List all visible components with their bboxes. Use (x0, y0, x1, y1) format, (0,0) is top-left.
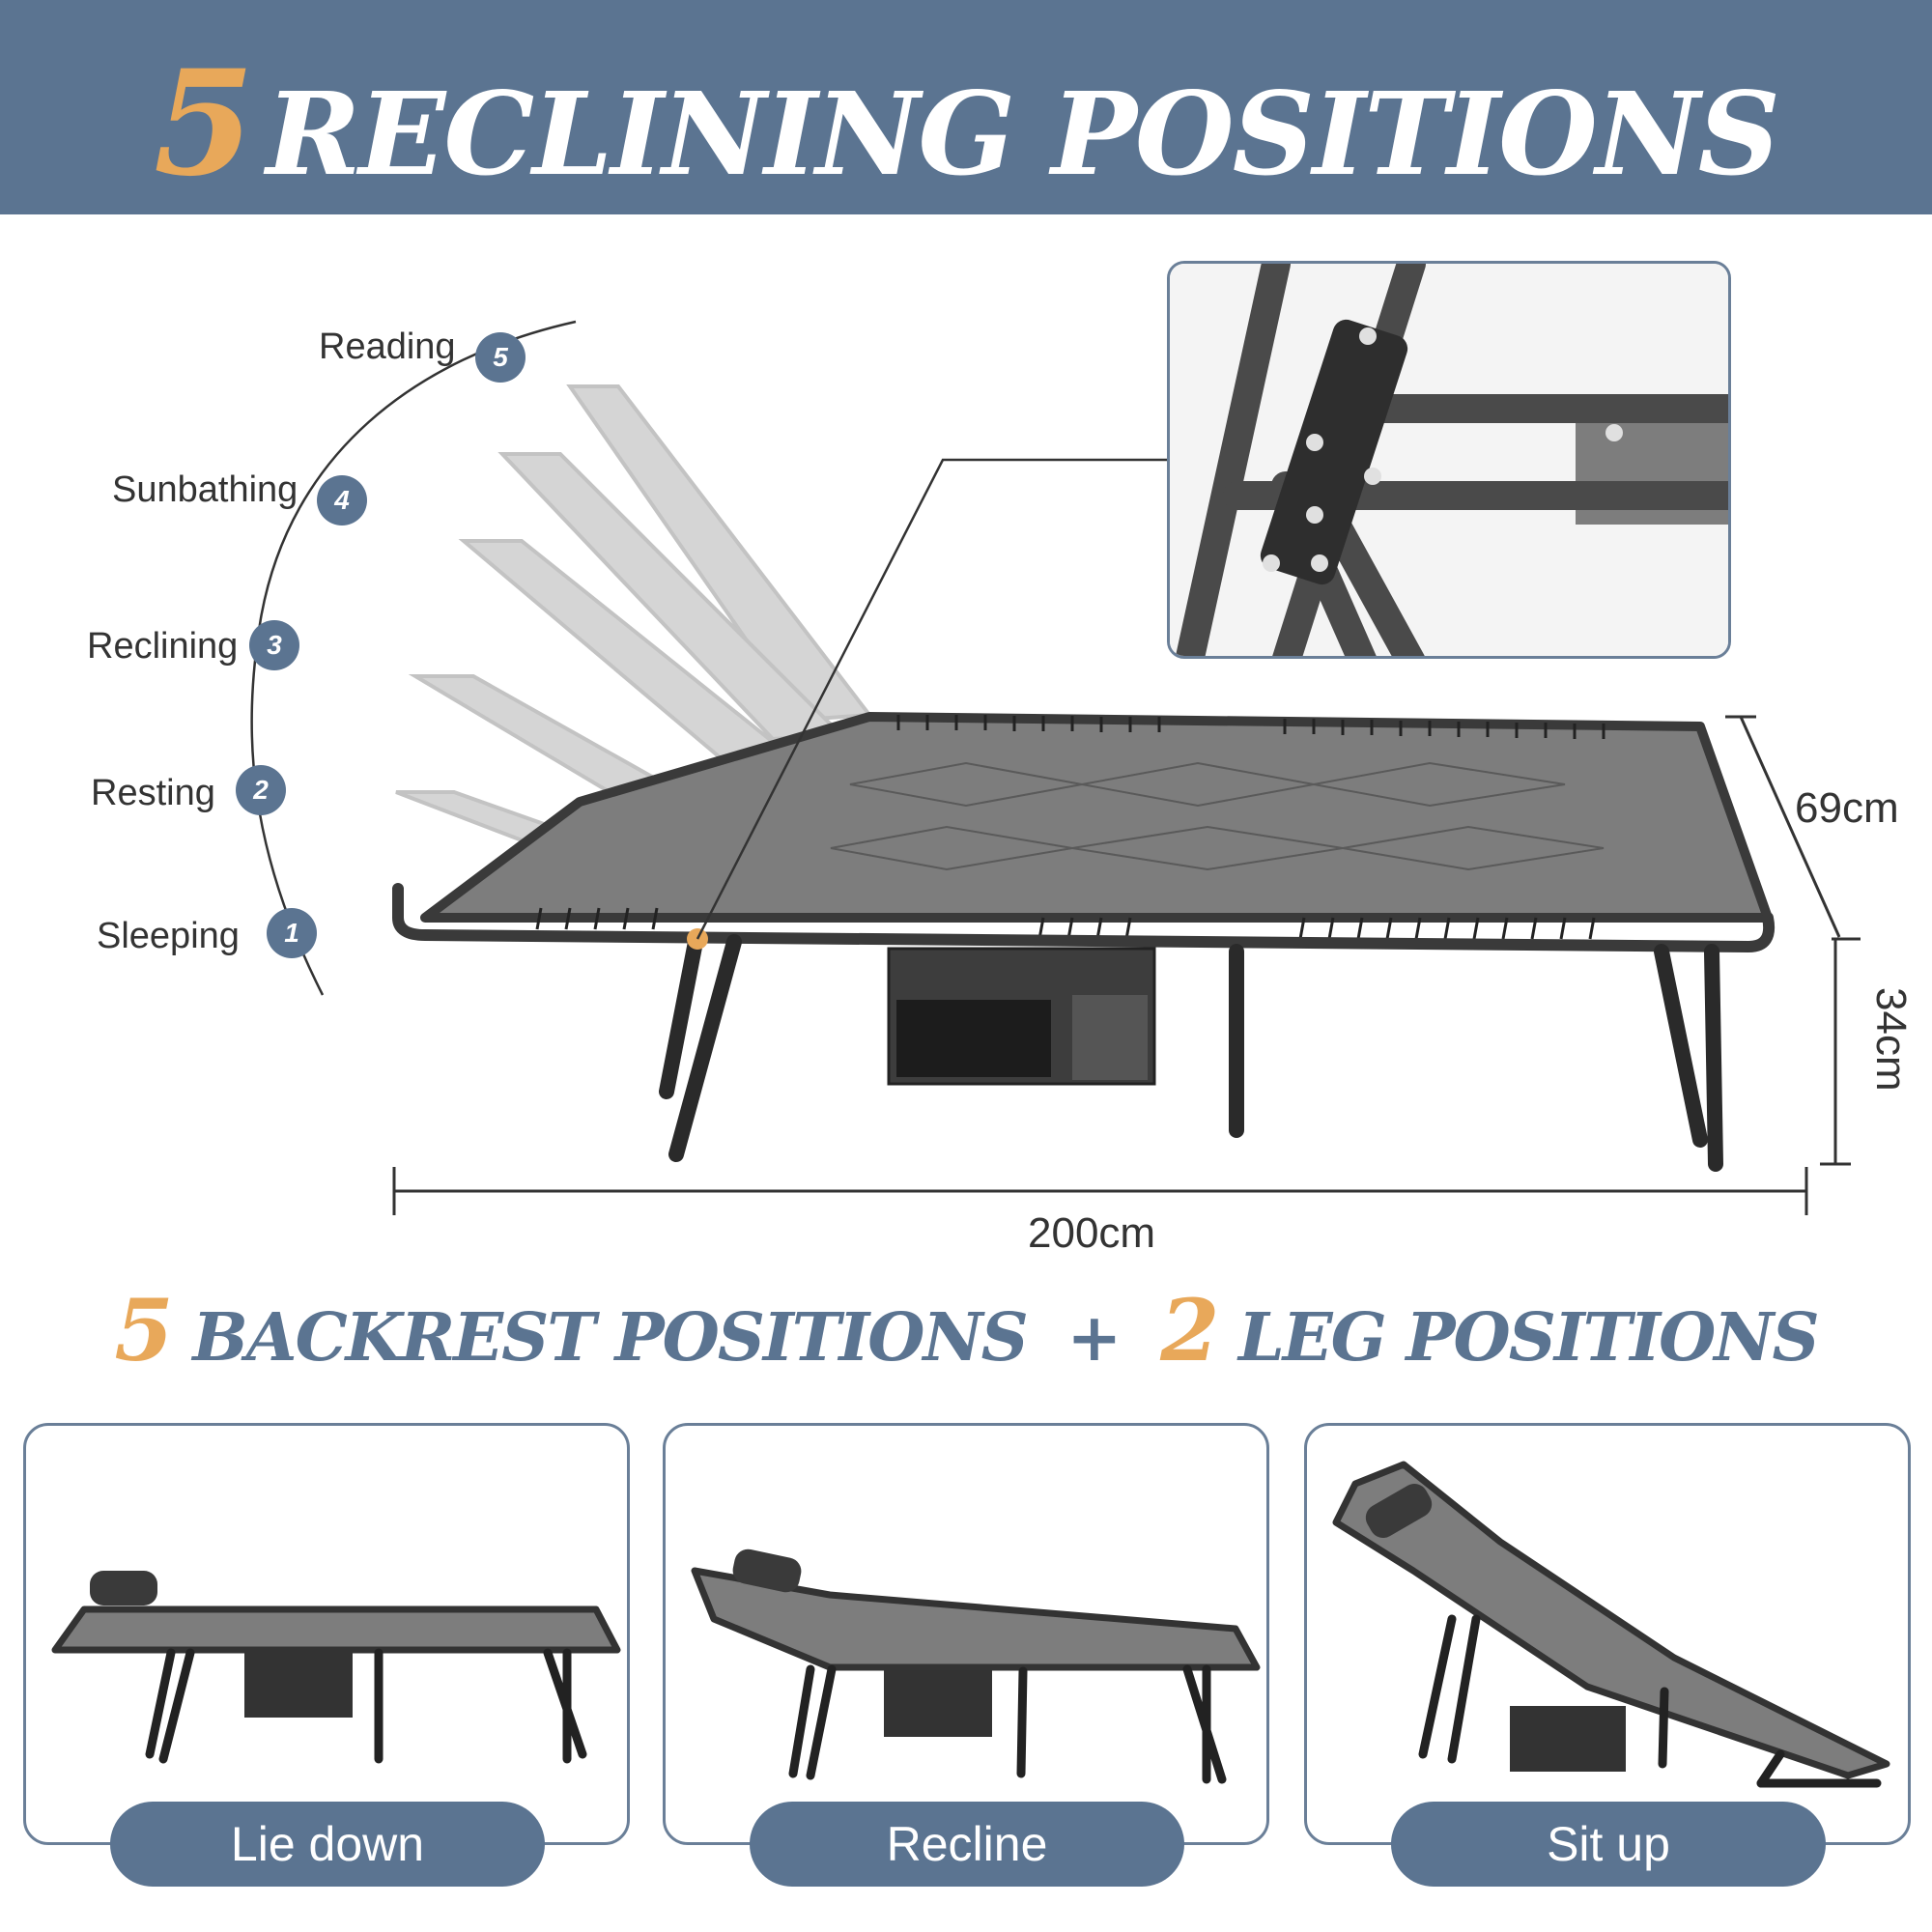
lie-down-cot-image (51, 1571, 621, 1764)
header-number: 5 (153, 39, 254, 209)
position-label-sleeping: Sleeping (97, 916, 240, 956)
plus-sign: + (1066, 1299, 1122, 1377)
position-label-reading: Reading (319, 327, 456, 367)
leg-number: 2 (1160, 1280, 1219, 1380)
position-badge-5: 5 (475, 332, 526, 383)
position-label-resting: Resting (91, 773, 215, 813)
dimension-height: 34cm (1867, 987, 1915, 1092)
sit-up-cot-image (1332, 1461, 1890, 1788)
mode-panel-recline (663, 1423, 1269, 1845)
backrest-text: BACKREST POSITIONS (192, 1299, 1028, 1377)
position-badge-2: 2 (236, 765, 286, 815)
mode-label-lie-down: Lie down (110, 1802, 545, 1887)
mode-panel-sit-up (1304, 1423, 1911, 1845)
mode-label-sit-up: Sit up (1391, 1802, 1826, 1887)
position-badge-1: 1 (267, 908, 317, 958)
header-title-text: RECLINING POSITIONS (266, 67, 1780, 201)
dimension-length: 200cm (1028, 1209, 1156, 1257)
position-badge-3: 3 (249, 620, 299, 670)
leg-text: LEG POSITIONS (1237, 1299, 1820, 1377)
mode-label-recline: Recline (750, 1802, 1184, 1887)
position-label-sunbathing: Sunbathing (112, 469, 298, 510)
hinge-detail-inset (1167, 261, 1731, 659)
mode-panel-lie-down (23, 1423, 630, 1845)
hinge-detail-image (1170, 264, 1728, 656)
position-label-reclining: Reclining (87, 626, 239, 667)
recline-cot-image (691, 1548, 1261, 1784)
dimension-width: 69cm (1795, 784, 1899, 832)
positions-subtitle: 5 BACKREST POSITIONS + 2 LEG POSITIONS (0, 1280, 1932, 1380)
position-badge-4: 4 (317, 475, 367, 526)
backrest-number: 5 (114, 1280, 173, 1380)
